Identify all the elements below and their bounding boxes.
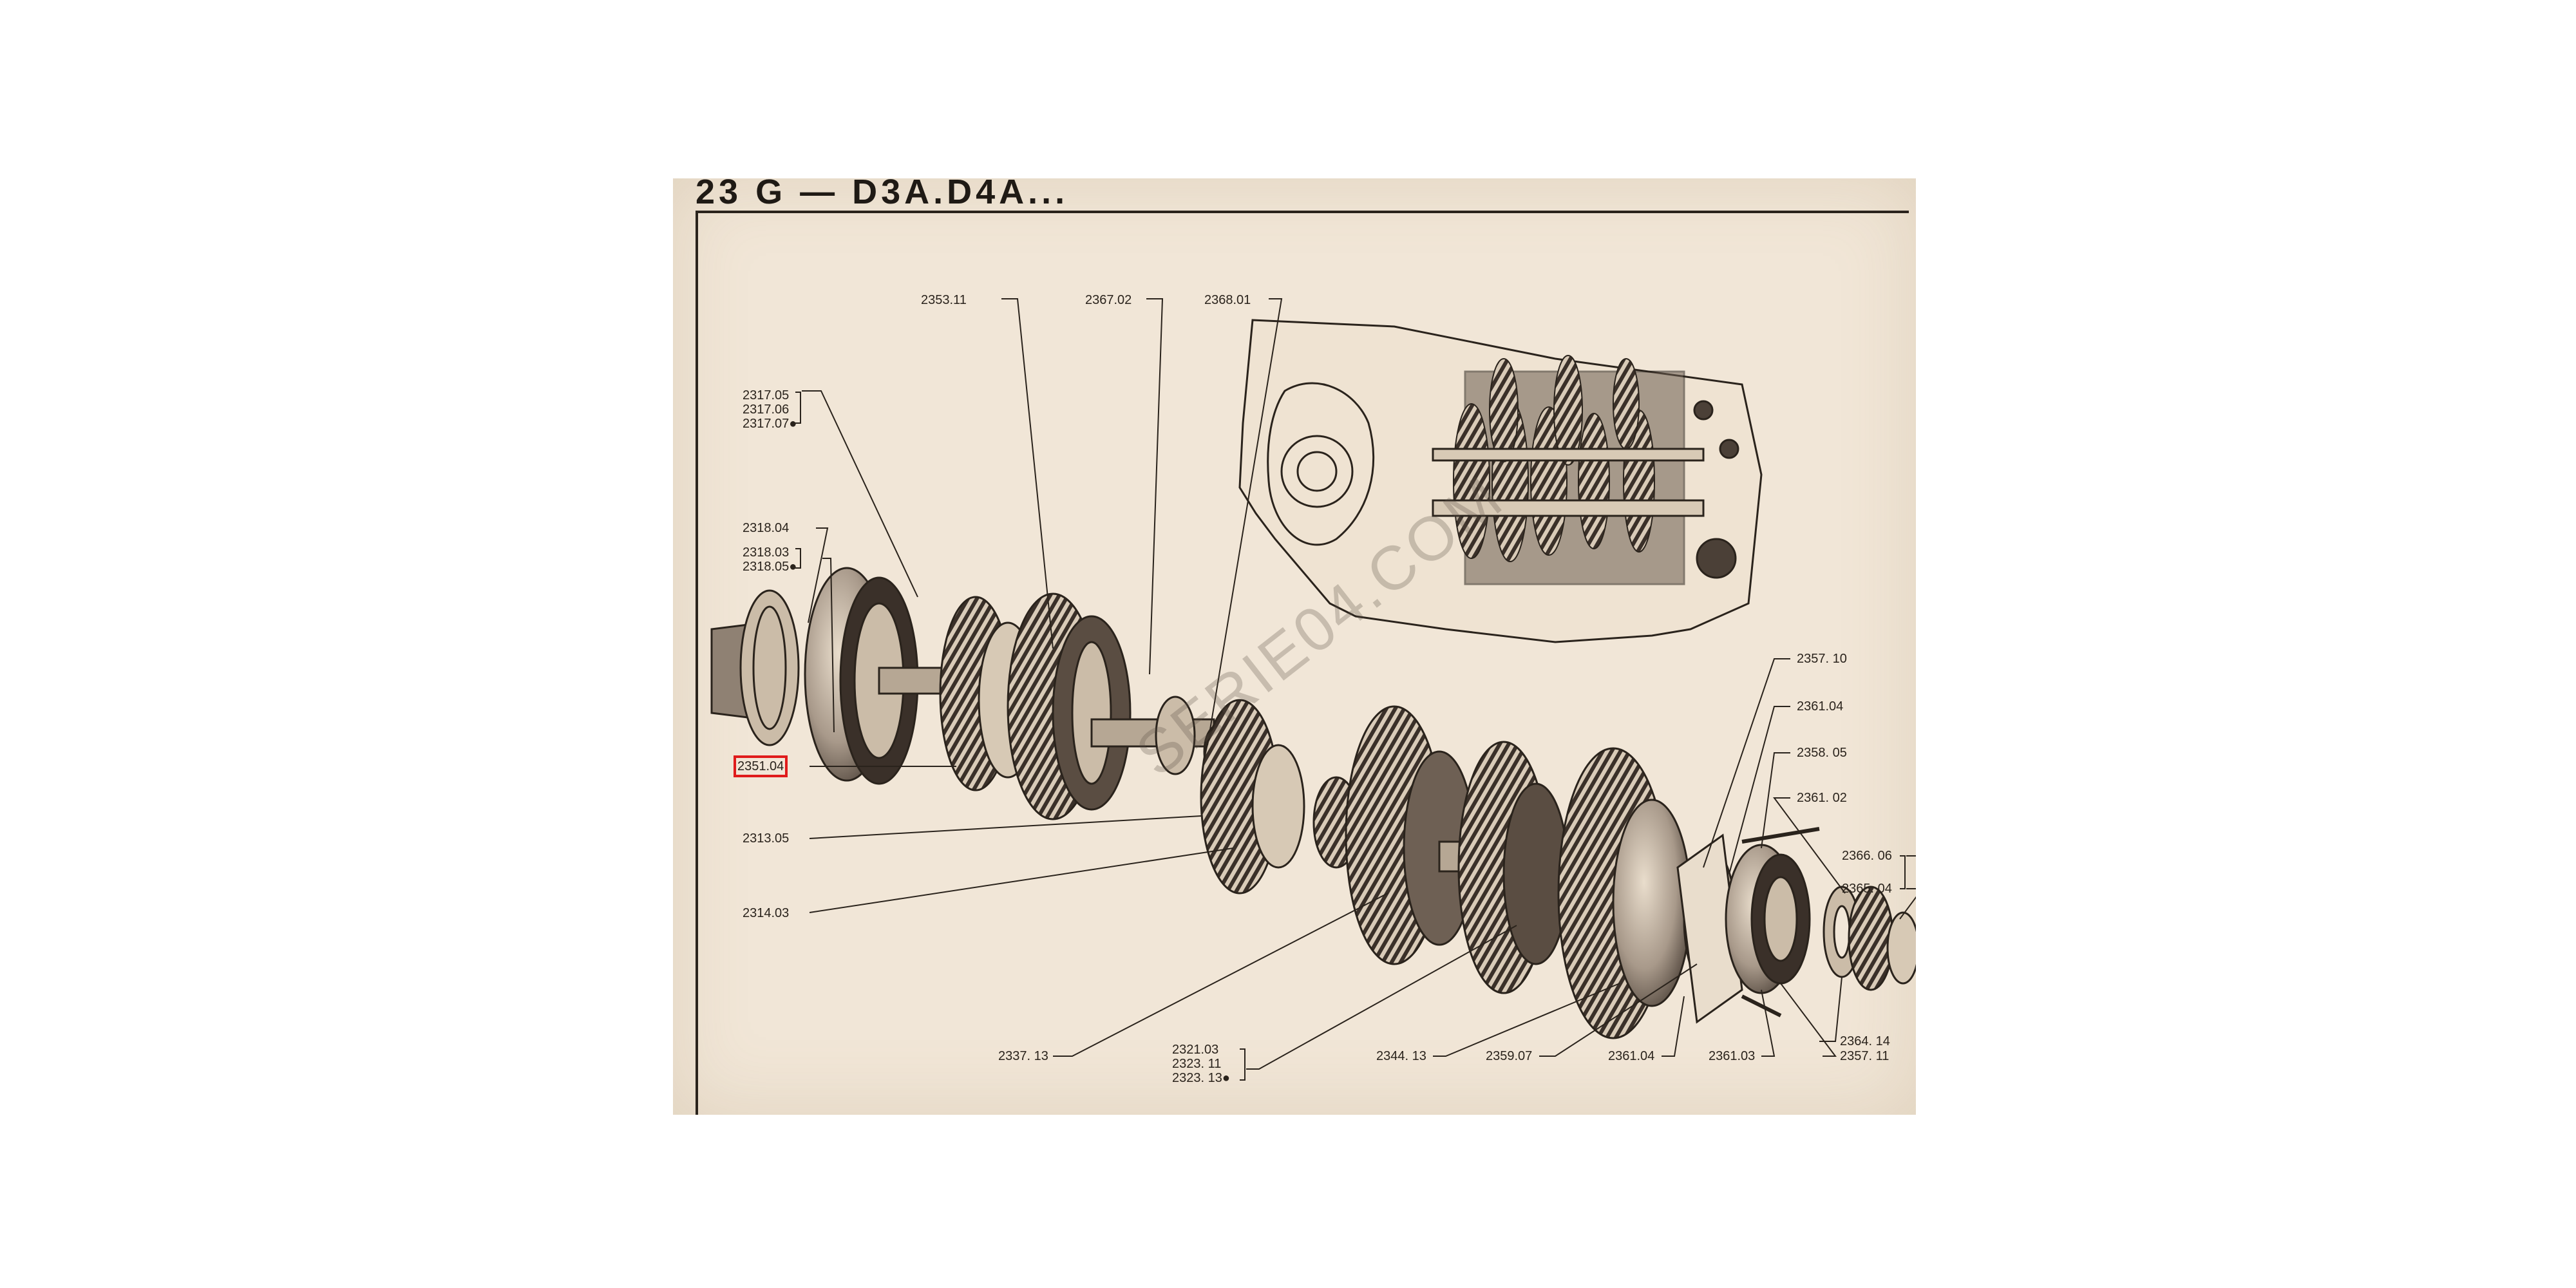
part-label[interactable]: 2317.07● bbox=[743, 417, 797, 431]
parts-diagram-sheet: 23 G — D3A.D4A... bbox=[673, 178, 1916, 1115]
part-label[interactable]: 2358. 05 bbox=[1797, 746, 1847, 760]
part-label[interactable]: 2323. 11 bbox=[1172, 1057, 1222, 1071]
part-label[interactable]: 2323. 13● bbox=[1172, 1071, 1230, 1085]
part-label[interactable]: 2361.03 bbox=[1709, 1049, 1756, 1063]
part-label[interactable]: 2361.04 bbox=[1797, 699, 1844, 714]
part-label[interactable]: 2337. 13 bbox=[998, 1049, 1048, 1063]
part-label[interactable]: 2364. 14 bbox=[1840, 1034, 1890, 1048]
primary-shaft-assembly bbox=[710, 567, 1231, 820]
part-label[interactable]: 2365. 04 bbox=[1842, 882, 1892, 896]
part-label[interactable]: 2317.06 bbox=[743, 402, 790, 417]
part-label[interactable]: 2357. 11 bbox=[1840, 1049, 1889, 1063]
part-label[interactable]: 2366. 06 bbox=[1842, 849, 1892, 863]
label-brackets bbox=[795, 392, 1906, 1081]
page-header: 23 G — D3A.D4A... bbox=[696, 178, 1069, 211]
diagram-frame bbox=[696, 211, 1909, 1115]
part-label[interactable]: 2313.05 bbox=[743, 831, 790, 846]
gearbox-housing bbox=[1238, 319, 1763, 643]
part-label[interactable]: 2359.07 bbox=[1486, 1049, 1533, 1063]
part-label[interactable]: 2353.11 bbox=[921, 293, 967, 307]
gearbox-illustration bbox=[710, 298, 1916, 1081]
secondary-shaft-assembly bbox=[1200, 699, 1916, 1039]
part-label[interactable]: 2318.04 bbox=[743, 521, 790, 535]
leader-lines bbox=[802, 298, 1916, 1070]
part-label[interactable]: 2361. 02 bbox=[1797, 791, 1847, 805]
highlighted-part-label[interactable]: 2351.04 bbox=[733, 755, 788, 777]
part-label[interactable]: 2318.05● bbox=[743, 560, 797, 574]
part-label[interactable]: 2314.03 bbox=[743, 906, 790, 920]
part-label[interactable]: 2318.03 bbox=[743, 545, 790, 560]
part-label[interactable]: 2344. 13 bbox=[1376, 1049, 1426, 1063]
part-label[interactable]: 2368.01 bbox=[1204, 293, 1251, 307]
part-label[interactable]: 2367.02 bbox=[1085, 293, 1132, 307]
part-label[interactable]: 2321.03 bbox=[1172, 1043, 1219, 1057]
part-label[interactable]: 2317.05 bbox=[743, 388, 790, 402]
part-label[interactable]: 2357. 10 bbox=[1797, 652, 1847, 666]
part-label[interactable]: 2361.04 bbox=[1608, 1049, 1655, 1063]
